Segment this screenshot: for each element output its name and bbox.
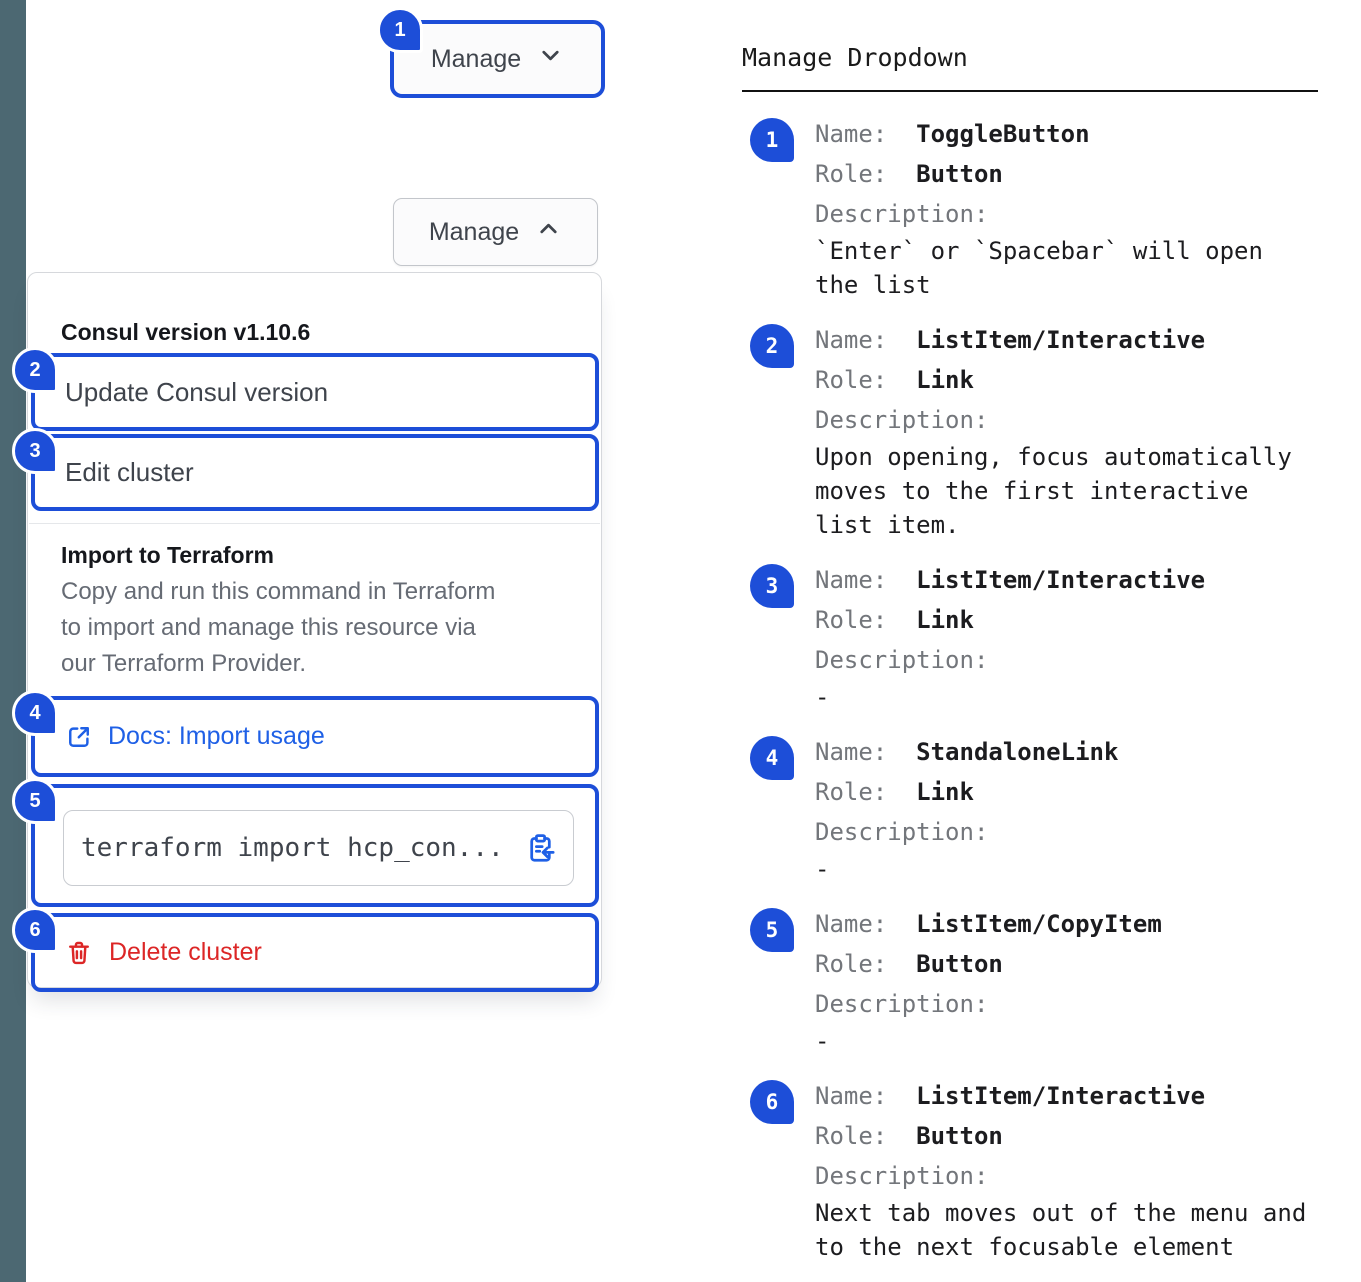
manage-dropdown-panel: Consul version v1.10.6 2 Update Consul v…	[12, 272, 602, 992]
external-link-icon	[65, 723, 93, 751]
doc-badge-5: 5	[750, 908, 794, 952]
description-value: -	[815, 855, 830, 883]
name-value: ListItem/Interactive	[916, 326, 1206, 354]
manage-toggle-label: Manage	[430, 44, 522, 73]
description-label: Description:	[815, 200, 989, 228]
annotation-badge-1: 1	[377, 7, 423, 53]
doc-badge-4: 4	[750, 736, 794, 780]
doc-badge-1: 1	[750, 118, 794, 162]
doc-badge-3: 3	[750, 564, 794, 608]
role-label: Role:	[815, 950, 888, 978]
doc-entry-6: 6 Name:ListItem/Interactive Role:Button …	[742, 1076, 1318, 1264]
role-value: Button	[916, 160, 1003, 188]
description-value: -	[815, 683, 830, 711]
doc-badge-6: 6	[750, 1080, 794, 1124]
docs-import-usage-label: Docs: Import usage	[108, 722, 325, 750]
manage-toggle-open-label: Manage	[428, 217, 520, 246]
chevron-down-icon	[537, 42, 564, 76]
description-label: Description:	[815, 990, 989, 1018]
annotation-badge-6: 6	[12, 907, 58, 953]
description-value: `Enter` or `Spacebar` will open the list	[815, 237, 1263, 299]
role-label: Role:	[815, 1122, 888, 1150]
annotation-badge-4: 4	[12, 690, 58, 736]
docs-list: 1 Name: ToggleButton Role: Button Descript…	[742, 114, 1318, 1264]
menu-item-update-consul-version[interactable]: 2 Update Consul version	[12, 347, 599, 431]
menu-divider	[29, 523, 600, 524]
docs-heading: Manage Dropdown	[742, 43, 968, 72]
role-value: Button	[916, 1122, 1003, 1150]
left-edge-strip	[0, 0, 26, 1282]
description-label: Description:	[815, 406, 989, 434]
annotation-badge-5: 5	[12, 778, 58, 824]
description-value: -	[815, 1027, 830, 1055]
role-label: Role:	[815, 778, 888, 806]
name-value: ListItem/CopyItem	[916, 910, 1162, 938]
doc-entry-5: 5 Name: ListItem/CopyItem Role: Button Des…	[742, 904, 1318, 1058]
docs-import-usage-link[interactable]: 4 Docs: Import usage	[12, 690, 599, 777]
name-label: Name:	[815, 738, 888, 766]
chevron-up-icon	[535, 215, 562, 249]
description-value: Upon opening, focus automatically moves …	[815, 443, 1292, 539]
import-section-description: Copy and run this command in Terraform t…	[61, 574, 581, 682]
menu-item-edit-label: Edit cluster	[65, 457, 194, 487]
name-label: Name:	[815, 566, 888, 594]
role-label: Role:	[815, 160, 888, 188]
role-value: Link	[916, 606, 974, 634]
copy-command-item: 5 terraform import hcp_con...	[12, 778, 599, 907]
import-section-title: Import to Terraform	[61, 542, 274, 568]
heading-rule	[742, 90, 1318, 92]
consul-version-label: Consul version v1.10.6	[61, 319, 311, 345]
annotation-badge-3: 3	[12, 428, 58, 474]
name-label: Name:	[815, 910, 888, 938]
description-label: Description:	[815, 646, 989, 674]
role-value: Link	[916, 778, 974, 806]
description-value: Next tab moves out of the menu and to th…	[815, 1199, 1307, 1261]
menu-item-edit-cluster[interactable]: 3 Edit cluster	[12, 428, 599, 511]
name-label: Name:	[815, 1082, 888, 1110]
name-value: ListItem/Interactive	[916, 1082, 1206, 1110]
description-label: Description:	[815, 818, 989, 846]
name-label: Name:	[815, 120, 888, 148]
terraform-command-text: terraform import hcp_con...	[81, 833, 504, 863]
annotation-badge-2: 2	[12, 347, 58, 393]
name-value: ListItem/Interactive	[916, 566, 1206, 594]
delete-cluster-label: Delete cluster	[109, 938, 262, 966]
terraform-command-field[interactable]: terraform import hcp_con...	[63, 810, 574, 886]
doc-entry-1: 1 Name: ToggleButton Role: Button Descript…	[742, 114, 1318, 302]
name-label: Name:	[815, 326, 888, 354]
role-value: Link	[916, 366, 974, 394]
manage-toggle-button[interactable]: 1 Manage	[377, 7, 605, 98]
manage-toggle-button-open[interactable]: Manage	[393, 198, 598, 266]
doc-entry-3: 3 Name: ListItem/Interactive Role: Link De…	[742, 560, 1318, 714]
menu-item-delete-cluster[interactable]: 6 Delete cluster	[12, 907, 599, 992]
description-label: Description:	[815, 1162, 989, 1190]
import-description-line: Copy and run this command in Terraform	[61, 578, 496, 605]
accessibility-docs-column: Manage Dropdown 1 Name: ToggleButton Role…	[742, 40, 1318, 1282]
role-label: Role:	[815, 606, 888, 634]
trash-icon	[65, 939, 93, 967]
import-description-line: our Terraform Provider.	[61, 650, 306, 677]
copy-to-clipboard-button[interactable]	[524, 832, 557, 865]
doc-entry-2: 2 Name: ListItem/Interactive Role: Link De…	[742, 320, 1318, 542]
role-value: Button	[916, 950, 1003, 978]
clipboard-copy-icon	[530, 833, 555, 862]
role-label: Role:	[815, 366, 888, 394]
import-description-line: to import and manage this resource via	[61, 614, 476, 641]
name-value: StandaloneLink	[916, 738, 1119, 766]
name-value: ToggleButton	[916, 120, 1090, 148]
doc-entry-4: 4 Name: StandaloneLink Role: Link Descript…	[742, 732, 1318, 886]
menu-item-update-label: Update Consul version	[65, 376, 329, 407]
doc-badge-2: 2	[750, 324, 794, 368]
